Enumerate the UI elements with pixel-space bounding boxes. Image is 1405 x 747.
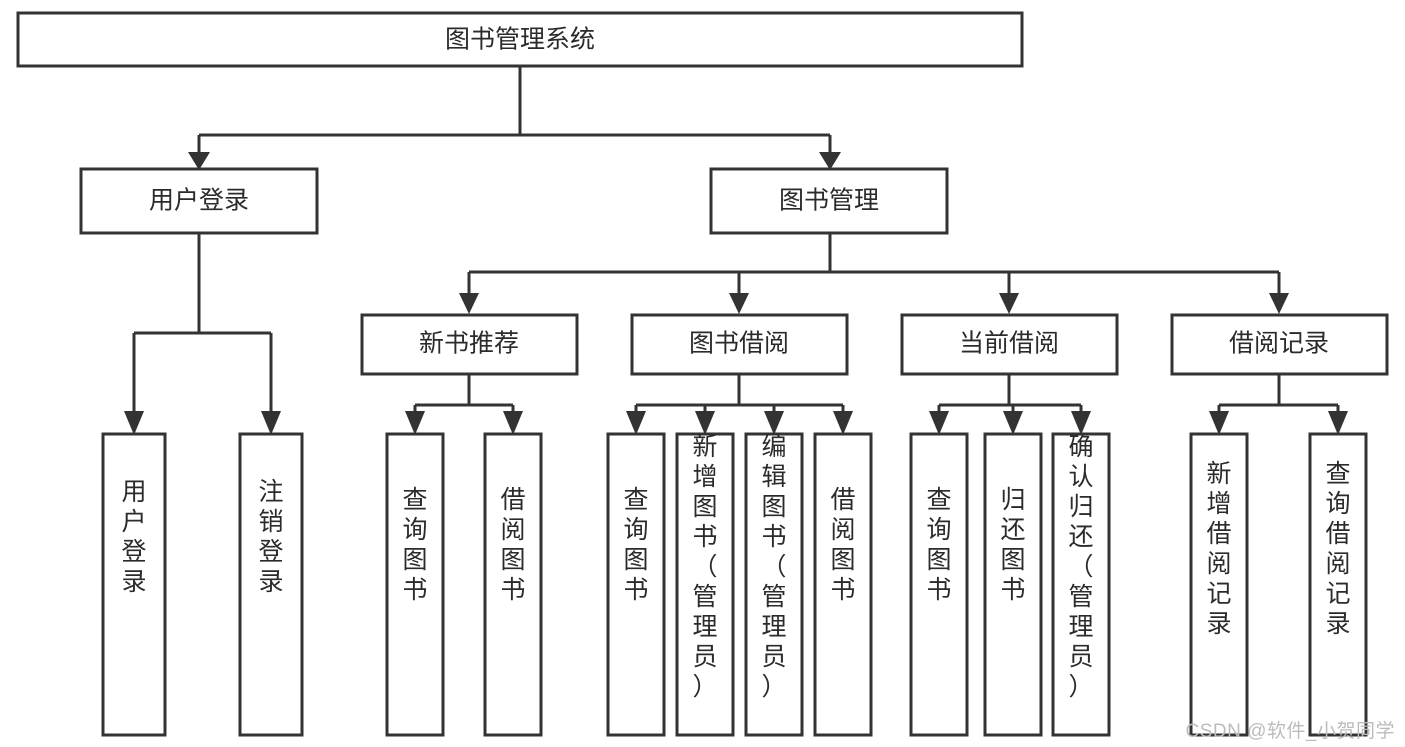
leaf-box-confirm-return-admin[interactable]	[1051, 432, 1111, 737]
leaf-node[interactable]: 查询借阅记录	[1308, 432, 1368, 737]
arrow-icon-borrow-leaf-1	[626, 411, 646, 435]
arrow-icon-to-new-book	[459, 293, 479, 314]
node-current-borrow-box[interactable]	[900, 313, 1119, 376]
arrowhead-layer	[124, 152, 1348, 435]
leaf-node[interactable]: 查询图书	[606, 432, 666, 737]
leaf-node[interactable]: 用户登录	[101, 432, 167, 737]
leaf-node[interactable]: 新增借阅记录	[1189, 432, 1249, 737]
leaf-label-add-book-admin: 新增图书（管理员）	[692, 433, 717, 701]
leaf-node[interactable]: 查询图书	[385, 432, 445, 737]
leaf-node[interactable]: 编辑图书（管理员）	[744, 432, 804, 737]
leaf-box-query-book-3[interactable]	[909, 432, 969, 737]
leaf-node[interactable]: 查询图书	[909, 432, 969, 737]
leaf-label-query-book-1: 查询图书	[402, 486, 427, 604]
leaf-label-query-borrow-record: 查询借阅记录	[1325, 460, 1350, 638]
leaf-node-layer: 用户登录 注销登录 查询图书 借阅图书 查询图书 新增图书（管理员）	[101, 432, 1368, 737]
leaf-label-edit-book-admin: 编辑图书（管理员）	[761, 433, 786, 701]
leaf-node[interactable]: 注销登录	[238, 432, 304, 737]
node-user-login[interactable]: 用户登录	[79, 167, 319, 235]
arrow-icon-to-current	[999, 293, 1019, 314]
leaf-label-user-login: 用户登录	[121, 478, 146, 596]
node-book-management-label: 图书管理	[779, 187, 879, 215]
leaf-box-return-book[interactable]	[983, 432, 1043, 737]
leaf-node[interactable]: 归还图书	[983, 432, 1043, 737]
node-root-box[interactable]	[16, 11, 1024, 68]
node-current-borrow[interactable]: 当前借阅	[900, 313, 1119, 376]
arrow-icon-current-leaf-3	[1071, 411, 1091, 435]
leaf-box-query-borrow-record[interactable]	[1308, 432, 1368, 737]
node-current-borrow-label: 当前借阅	[959, 330, 1059, 358]
leaf-label-query-book-2: 查询图书	[623, 486, 648, 604]
node-root-label: 图书管理系统	[445, 26, 595, 54]
leaf-box-edit-book-admin[interactable]	[744, 432, 804, 737]
arrow-icon-current-leaf-2	[1003, 411, 1023, 435]
arrow-icon-record-leaf-1	[1209, 411, 1229, 435]
arrow-icon-user-login-leaf-2	[261, 411, 281, 435]
node-user-login-label: 用户登录	[149, 187, 249, 215]
leaf-label-add-borrow-record: 新增借阅记录	[1206, 460, 1231, 638]
leaf-box-add-borrow-record[interactable]	[1189, 432, 1249, 737]
leaf-node[interactable]: 确认归还（管理员）	[1051, 432, 1111, 737]
leaf-label-return-book: 归还图书	[1000, 486, 1025, 604]
leaf-box-logout[interactable]	[238, 432, 304, 737]
leaf-box-user-login[interactable]	[101, 432, 167, 737]
node-user-login-box[interactable]	[79, 167, 319, 235]
arrow-icon-to-borrow	[729, 293, 749, 314]
node-new-book-recommend[interactable]: 新书推荐	[360, 313, 579, 376]
leaf-box-borrow-book-2[interactable]	[813, 432, 873, 737]
leaf-label-confirm-return-admin: 确认归还（管理员）	[1068, 433, 1093, 701]
leaf-box-borrow-book-1[interactable]	[483, 432, 543, 737]
leaf-label-borrow-book-1: 借阅图书	[500, 486, 525, 604]
arrow-icon-to-record	[1269, 293, 1289, 314]
leaf-box-query-book-1[interactable]	[385, 432, 445, 737]
leaf-node[interactable]: 借阅图书	[813, 432, 873, 737]
leaf-node[interactable]: 新增图书（管理员）	[675, 432, 735, 737]
arrow-icon-to-book-mgmt	[819, 152, 841, 170]
leaf-box-add-book-admin[interactable]	[675, 432, 735, 737]
node-book-management[interactable]: 图书管理	[709, 167, 949, 235]
node-new-book-recommend-label: 新书推荐	[419, 330, 519, 358]
node-book-borrow[interactable]: 图书借阅	[630, 313, 849, 376]
arrow-icon-borrow-leaf-3	[764, 411, 784, 435]
node-root[interactable]: 图书管理系统	[16, 11, 1024, 68]
leaf-label-borrow-book-2: 借阅图书	[830, 486, 855, 604]
node-book-borrow-label: 图书借阅	[689, 330, 789, 358]
arrow-icon-user-login-leaf-1	[124, 411, 144, 435]
leaf-node[interactable]: 借阅图书	[483, 432, 543, 737]
node-book-borrow-box[interactable]	[630, 313, 849, 376]
connector-layer	[132, 66, 1340, 412]
arrow-icon-borrow-leaf-4	[833, 411, 853, 435]
arrow-icon-record-leaf-2	[1328, 411, 1348, 435]
node-book-management-box[interactable]	[709, 167, 949, 235]
arrow-icon-new-book-leaf-2	[503, 411, 523, 435]
arrow-icon-to-user-login	[188, 152, 210, 170]
leaf-box-query-book-2[interactable]	[606, 432, 666, 737]
arrow-icon-new-book-leaf-1	[405, 411, 425, 435]
arrow-icon-current-leaf-1	[929, 411, 949, 435]
node-new-book-recommend-box[interactable]	[360, 313, 579, 376]
leaf-label-logout: 注销登录	[258, 478, 283, 596]
leaf-label-query-book-3: 查询图书	[926, 486, 951, 604]
arrow-icon-borrow-leaf-2	[695, 411, 715, 435]
node-borrow-record-box[interactable]	[1170, 313, 1389, 376]
node-borrow-record[interactable]: 借阅记录	[1170, 313, 1389, 376]
node-borrow-record-label: 借阅记录	[1229, 330, 1329, 358]
